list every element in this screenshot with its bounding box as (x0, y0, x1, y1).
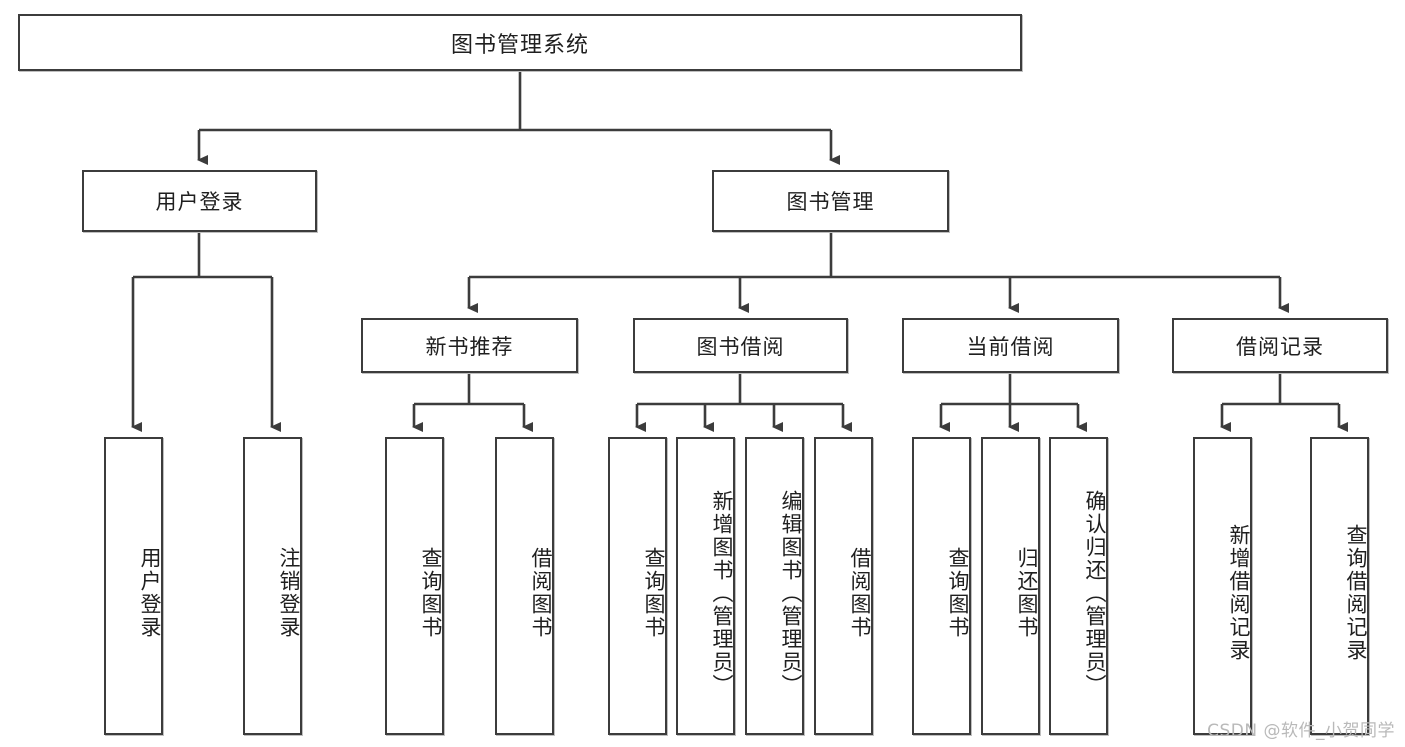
leaf-user-login-login[interactable]: 用户登录 (104, 437, 163, 735)
node-label: 图书管理系统 (450, 32, 589, 58)
node-label: 图书借阅 (696, 334, 785, 359)
node-label: 用户登录 (138, 547, 162, 639)
leaf-current-confirm-return-admin[interactable]: 确认归还（管理员） (1049, 437, 1108, 735)
leaf-new-book-query[interactable]: 查询图书 (385, 437, 444, 735)
node-label: 归还图书 (1015, 547, 1039, 639)
node-label: 借阅图书 (848, 547, 872, 639)
leaf-record-query-record[interactable]: 查询借阅记录 (1310, 437, 1369, 735)
node-label: 查询图书 (419, 547, 443, 639)
node-label: 当前借阅 (966, 334, 1055, 359)
node-current-borrow[interactable]: 当前借阅 (902, 318, 1119, 373)
leaf-current-query-book[interactable]: 查询图书 (912, 437, 971, 735)
csdn-watermark: CSDN @软件_小贺同学 (1207, 721, 1395, 741)
node-user-login[interactable]: 用户登录 (82, 170, 317, 232)
node-label: 图书管理 (786, 190, 875, 214)
node-label: 查询借阅记录 (1344, 524, 1368, 662)
node-root-system[interactable]: 图书管理系统 (18, 14, 1022, 71)
node-label: 确认归还（管理员） (1083, 489, 1107, 697)
leaf-record-add-record[interactable]: 新增借阅记录 (1193, 437, 1252, 735)
node-label: 新书推荐 (425, 334, 514, 359)
node-label: 新增图书（管理员） (710, 489, 734, 697)
leaf-current-return-book[interactable]: 归还图书 (981, 437, 1040, 735)
leaf-borrow-borrow-book[interactable]: 借阅图书 (814, 437, 873, 735)
node-label: 借阅记录 (1236, 334, 1324, 359)
leaf-new-book-borrow[interactable]: 借阅图书 (495, 437, 554, 735)
leaf-borrow-query-book[interactable]: 查询图书 (608, 437, 667, 735)
node-label: 查询图书 (946, 547, 970, 639)
leaf-borrow-add-book-admin[interactable]: 新增图书（管理员） (676, 437, 735, 735)
node-label: 编辑图书（管理员） (779, 489, 803, 697)
node-borrow-record[interactable]: 借阅记录 (1172, 318, 1388, 373)
leaf-user-login-logout[interactable]: 注销登录 (243, 437, 302, 735)
node-book-management[interactable]: 图书管理 (712, 170, 949, 232)
node-new-book-recommend[interactable]: 新书推荐 (361, 318, 578, 373)
node-label: 借阅图书 (529, 547, 553, 639)
node-label: 用户登录 (155, 190, 244, 214)
node-label: 新增借阅记录 (1227, 524, 1251, 662)
leaf-borrow-edit-book-admin[interactable]: 编辑图书（管理员） (745, 437, 804, 735)
node-label: 注销登录 (277, 547, 301, 639)
node-book-borrow[interactable]: 图书借阅 (633, 318, 848, 373)
node-label: 查询图书 (642, 547, 666, 639)
